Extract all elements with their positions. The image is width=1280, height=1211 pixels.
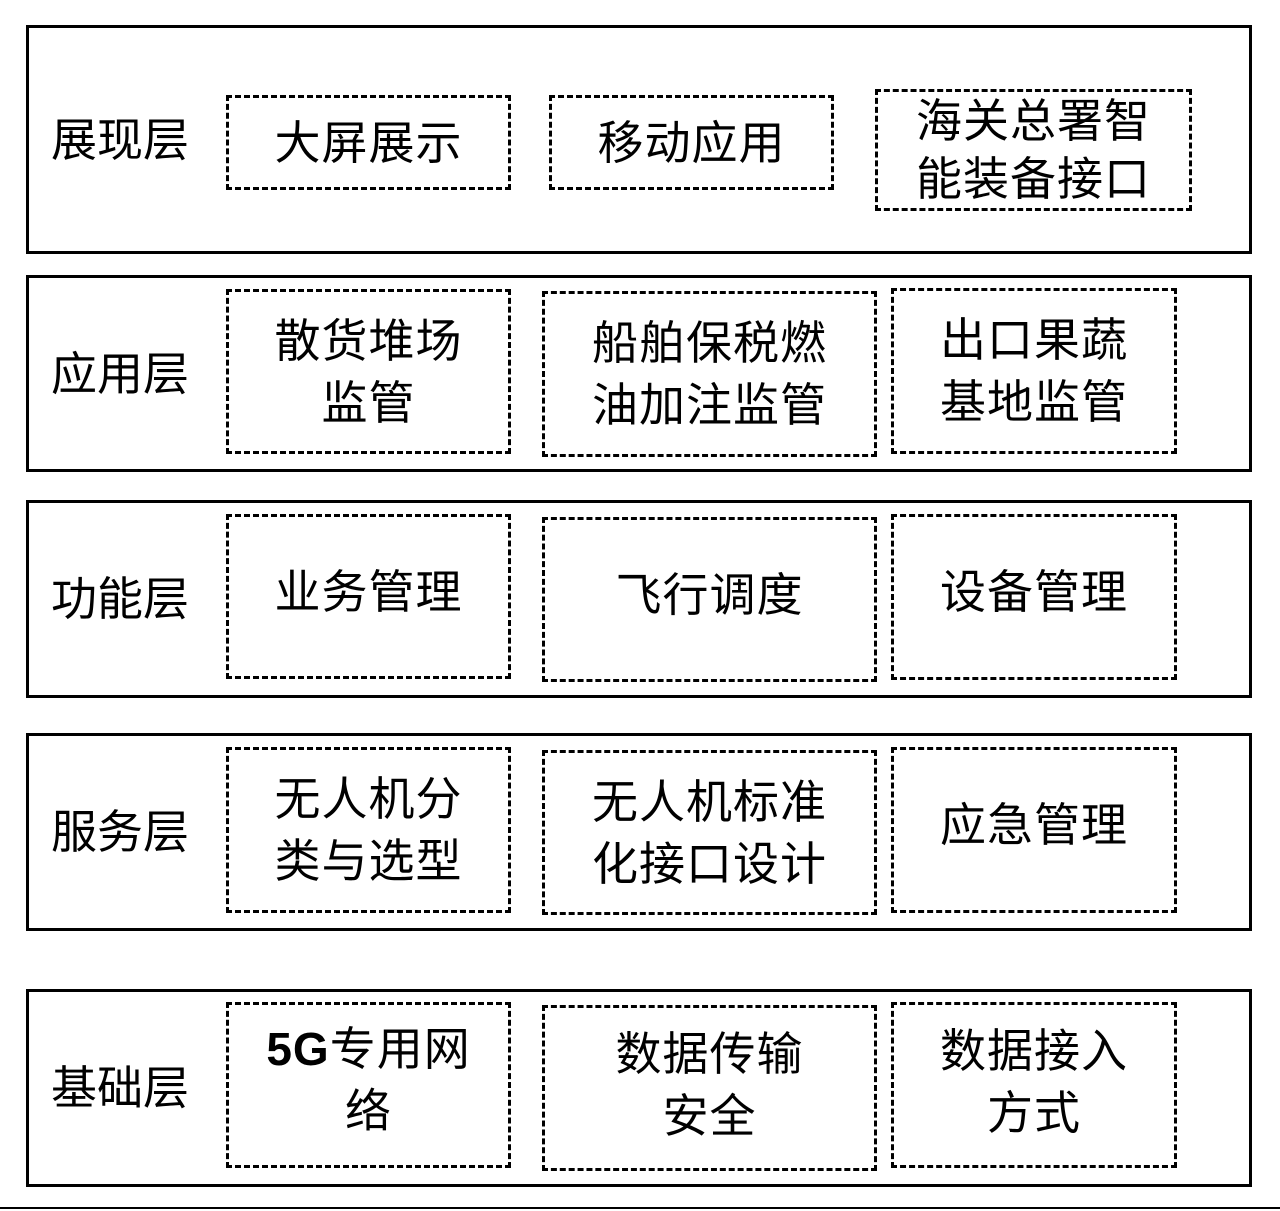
module-label: 出口果蔬 基地监管	[940, 313, 1128, 429]
layer-label: 展现层	[51, 113, 189, 167]
bottom-divider-line	[0, 1207, 1280, 1209]
layer-service: 服务层	[26, 733, 1252, 931]
module-customs-equipment-interface: 海关总署智 能装备接口	[875, 89, 1192, 211]
module-bulk-yard-supervision: 散货堆场 监管	[226, 289, 511, 454]
module-label: 散货堆场 监管	[274, 313, 463, 430]
module-data-transmission-security: 数据传输 安全	[542, 1005, 877, 1171]
module-mobile-app: 移动应用	[549, 95, 834, 190]
layer-label: 应用层	[51, 347, 189, 401]
layer-label: 服务层	[51, 805, 189, 859]
module-label: 数据接入 方式	[940, 1024, 1128, 1140]
latin-prefix: 5G	[266, 1023, 330, 1075]
module-5g-private-network: 5G专用网 络	[226, 1002, 511, 1168]
module-business-management: 业务管理	[226, 514, 511, 679]
module-flight-scheduling: 飞行调度	[542, 517, 877, 682]
layer-application: 应用层	[26, 275, 1252, 472]
module-uav-standard-interface-design: 无人机标准 化接口设计	[542, 750, 877, 915]
module-label: 飞行调度	[615, 567, 804, 622]
module-label: 应急管理	[940, 798, 1128, 852]
module-label: 5G专用网 络	[266, 1022, 471, 1138]
layer-infrastructure: 基础层	[26, 989, 1252, 1187]
module-emergency-management: 应急管理	[891, 747, 1177, 913]
module-label: 海关总署智 能装备接口	[916, 94, 1151, 206]
module-bonded-fuel-supervision: 船舶保税燃 油加注监管	[542, 291, 877, 457]
layer-function: 功能层	[26, 500, 1252, 698]
module-big-screen-display: 大屏展示	[226, 95, 511, 190]
module-data-access-method: 数据接入 方式	[891, 1002, 1177, 1168]
layer-presentation: 展现层	[26, 25, 1252, 254]
module-export-produce-supervision: 出口果蔬 基地监管	[891, 288, 1177, 454]
module-label: 业务管理	[274, 564, 463, 619]
module-label: 无人机标准 化接口设计	[592, 774, 827, 891]
layer-label: 功能层	[51, 572, 189, 626]
module-label: 移动应用	[597, 115, 786, 170]
module-label: 数据传输 安全	[615, 1027, 804, 1143]
layer-label: 基础层	[51, 1061, 189, 1115]
module-device-management: 设备管理	[891, 514, 1177, 680]
module-label: 大屏展示	[274, 115, 463, 170]
module-label: 设备管理	[940, 565, 1128, 619]
module-uav-classification-selection: 无人机分 类与选型	[226, 747, 511, 913]
module-label: 船舶保税燃 油加注监管	[592, 316, 827, 432]
module-label: 无人机分 类与选型	[274, 772, 463, 888]
